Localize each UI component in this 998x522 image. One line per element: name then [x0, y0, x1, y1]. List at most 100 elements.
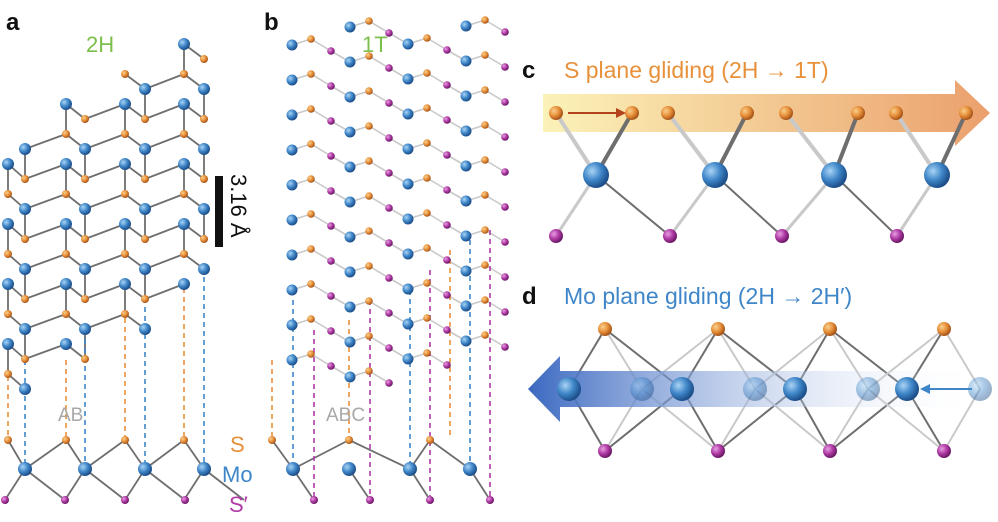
- mo-atom: [2, 218, 14, 230]
- bond: [24, 439, 67, 470]
- s-atom: [481, 331, 489, 339]
- s-atom: [4, 190, 12, 198]
- s-atom: [423, 209, 431, 217]
- s-atom: [661, 106, 675, 120]
- s-atom: [81, 355, 89, 363]
- mo-atom: [743, 377, 767, 401]
- s-atom: [549, 106, 563, 120]
- panel-b: b 1T ABC: [264, 9, 509, 504]
- mo-atom: [402, 38, 414, 50]
- panel-b-atoms: [268, 16, 509, 504]
- s-atom: [481, 226, 489, 234]
- bond: [144, 133, 185, 150]
- mo-atom: [79, 203, 91, 215]
- mo-atom: [783, 377, 807, 401]
- bond: [144, 253, 185, 270]
- s-atom: [141, 235, 149, 243]
- s-atom: [141, 295, 149, 303]
- bond: [310, 108, 332, 122]
- bond: [780, 174, 836, 237]
- bond: [84, 103, 126, 120]
- s-prime-atom: [385, 29, 393, 37]
- bond: [368, 230, 390, 244]
- bond: [84, 163, 126, 180]
- mo-atom: [119, 98, 131, 110]
- s-atom: [81, 235, 89, 243]
- s-atom: [180, 190, 188, 198]
- mo-atom: [286, 214, 298, 226]
- mo-atom: [60, 218, 72, 230]
- mo-atom: [18, 462, 32, 476]
- bond: [484, 264, 506, 278]
- s-atom: [62, 436, 70, 444]
- mo-atom: [139, 83, 151, 95]
- s-prime-atom: [663, 229, 677, 243]
- mo-atom: [19, 323, 31, 335]
- bond: [426, 37, 448, 51]
- s-atom: [481, 296, 489, 304]
- s-prime-atom: [385, 169, 393, 177]
- bond: [24, 468, 66, 501]
- mo-atom: [460, 125, 472, 137]
- bond: [24, 343, 67, 360]
- s-prime-atom: [426, 496, 434, 504]
- s-atom: [481, 51, 489, 59]
- legend-mo: Mo: [222, 462, 253, 487]
- mo-atom: [344, 21, 356, 33]
- legend-s: S: [230, 432, 245, 457]
- s-atom: [365, 227, 373, 235]
- s-atom: [740, 106, 754, 120]
- mo-atom: [198, 83, 210, 95]
- mo-atom: [557, 377, 581, 401]
- bond: [368, 55, 390, 69]
- s-atom: [81, 175, 89, 183]
- mo-atom: [197, 462, 211, 476]
- legend: S Mo S′: [222, 432, 253, 517]
- bond: [426, 282, 448, 296]
- mo-atom: [344, 301, 356, 313]
- s-prime-atom: [501, 168, 509, 176]
- s-atom: [81, 295, 89, 303]
- s-atom: [4, 250, 12, 258]
- bond: [24, 193, 67, 210]
- bond: [24, 283, 67, 300]
- bond: [368, 300, 390, 314]
- s-prime-atom: [501, 273, 509, 281]
- s-prime-atom: [501, 133, 509, 141]
- mo-atom: [286, 319, 298, 331]
- bond: [144, 163, 185, 180]
- s-atom: [481, 121, 489, 129]
- s-atom: [779, 106, 793, 120]
- s-atom: [307, 140, 315, 148]
- s-atom: [423, 69, 431, 77]
- s-atom: [21, 235, 29, 243]
- mo-atom: [460, 160, 472, 172]
- s-prime-atom: [366, 496, 374, 504]
- s-atom: [180, 70, 188, 78]
- bond: [310, 178, 332, 192]
- s-prime-atom: [443, 116, 451, 124]
- mo-atom: [402, 213, 414, 225]
- s-prime-atom: [327, 222, 335, 230]
- s-atom: [365, 367, 373, 375]
- s-prime-atom: [501, 343, 509, 351]
- s-prime-atom: [775, 229, 789, 243]
- s-atom: [141, 115, 149, 123]
- s-atom: [200, 235, 208, 243]
- s-atom: [423, 349, 431, 357]
- s-prime-atom: [181, 496, 189, 504]
- s-atom: [481, 156, 489, 164]
- mo-atom: [403, 462, 417, 476]
- s-atom: [21, 295, 29, 303]
- s-atom: [200, 175, 208, 183]
- mo-atom: [19, 383, 31, 395]
- s-prime-atom: [443, 81, 451, 89]
- bond: [310, 248, 332, 262]
- mo-atom: [402, 283, 414, 295]
- mo-atom: [344, 126, 356, 138]
- mo-atom: [402, 73, 414, 85]
- mo-atom: [19, 263, 31, 275]
- panel-a-stacking-label: AB: [58, 405, 83, 426]
- bond: [484, 334, 506, 348]
